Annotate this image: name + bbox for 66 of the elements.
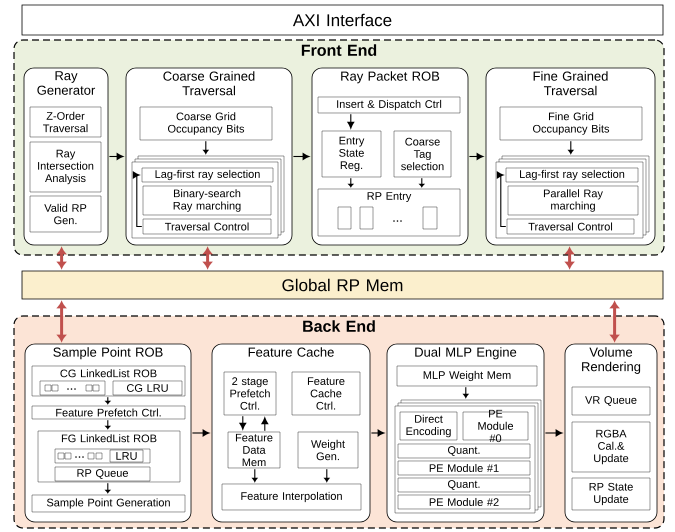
block-box: Quant. [398,444,530,458]
block-box: Feature Interpolation [222,484,362,510]
block-box: Lag-first ray selection [506,168,638,182]
block-box: RP Queue [54,466,150,482]
block-box: Coarse Tag selection [394,130,452,178]
block-box: Feature Prefetch Ctrl. [32,406,186,420]
arrow [57,248,66,268]
arrow [419,178,424,188]
block-box: PE Module #0 [462,410,528,442]
arrow [109,153,124,160]
block-box: Ray Intersection Analysis [30,142,102,192]
arrow [293,153,310,160]
block-box: Insert & Dispatch Ctrl [318,96,460,114]
block-box: Valid RP Gen. [30,196,102,232]
block-box: LRU [110,450,144,462]
block-box: Entry State Reg. [322,130,382,178]
block-box: Traversal Control [142,218,272,234]
arrow [105,483,110,494]
block-box: RP State Update [572,478,650,510]
bus-bar: AXI Interface [22,4,664,36]
arrow [252,469,258,482]
arrow [57,302,66,342]
block-box: Quant. [398,478,530,492]
arrow [496,172,506,228]
slot-box [360,206,374,230]
arrow [463,387,469,398]
arrow [565,248,574,268]
arrow [469,153,484,160]
block-box: PE Module #2 [398,494,530,510]
arrow [347,114,354,129]
arrow [105,420,110,430]
arrow [261,417,268,431]
block-box: Parallel Ray marching [508,186,638,216]
block-box: Weight Gen. [298,432,358,468]
arrow [203,248,212,268]
block-box: Sample Point Generation [32,494,186,512]
block-box: Fine Grid Occupancy Bits [500,106,642,140]
arrow [348,178,354,188]
block-box: RGBA Cal.& Update [572,422,650,472]
block-box: Feature Data Mem [228,432,280,468]
block-box: Feature Cache Ctrl. [292,372,360,416]
arrow [239,416,246,430]
block-box: Direct Encoding [400,412,458,440]
arrow [568,141,574,154]
arrow [132,172,142,228]
block-box: Traversal Control [506,218,634,234]
block-box: Coarse Grid Occupancy Bits [140,106,272,140]
block-box: PE Module #1 [398,460,530,476]
slot-box [422,206,438,230]
queue-squares-box [40,380,106,396]
block-box: VR Queue [572,386,650,416]
block-box: CG LRU [112,380,182,396]
bus-bar: Global RP Mem [22,270,664,300]
block-box: MLP Weight Mem [396,366,538,386]
arrow [105,397,110,404]
block-box: 2 stage Prefetch Ctrl. [224,372,276,416]
arrow [324,469,330,482]
arrow [371,430,384,436]
arrow [610,302,619,342]
block-box: Z-Order Traversal [30,106,102,138]
block-box: Lag-first ray selection [142,168,274,182]
arrow [203,141,209,154]
slot-box [338,206,352,230]
arrow [545,430,562,436]
arrow [192,430,210,436]
block-box: Binary-search Ray marching [142,186,272,216]
